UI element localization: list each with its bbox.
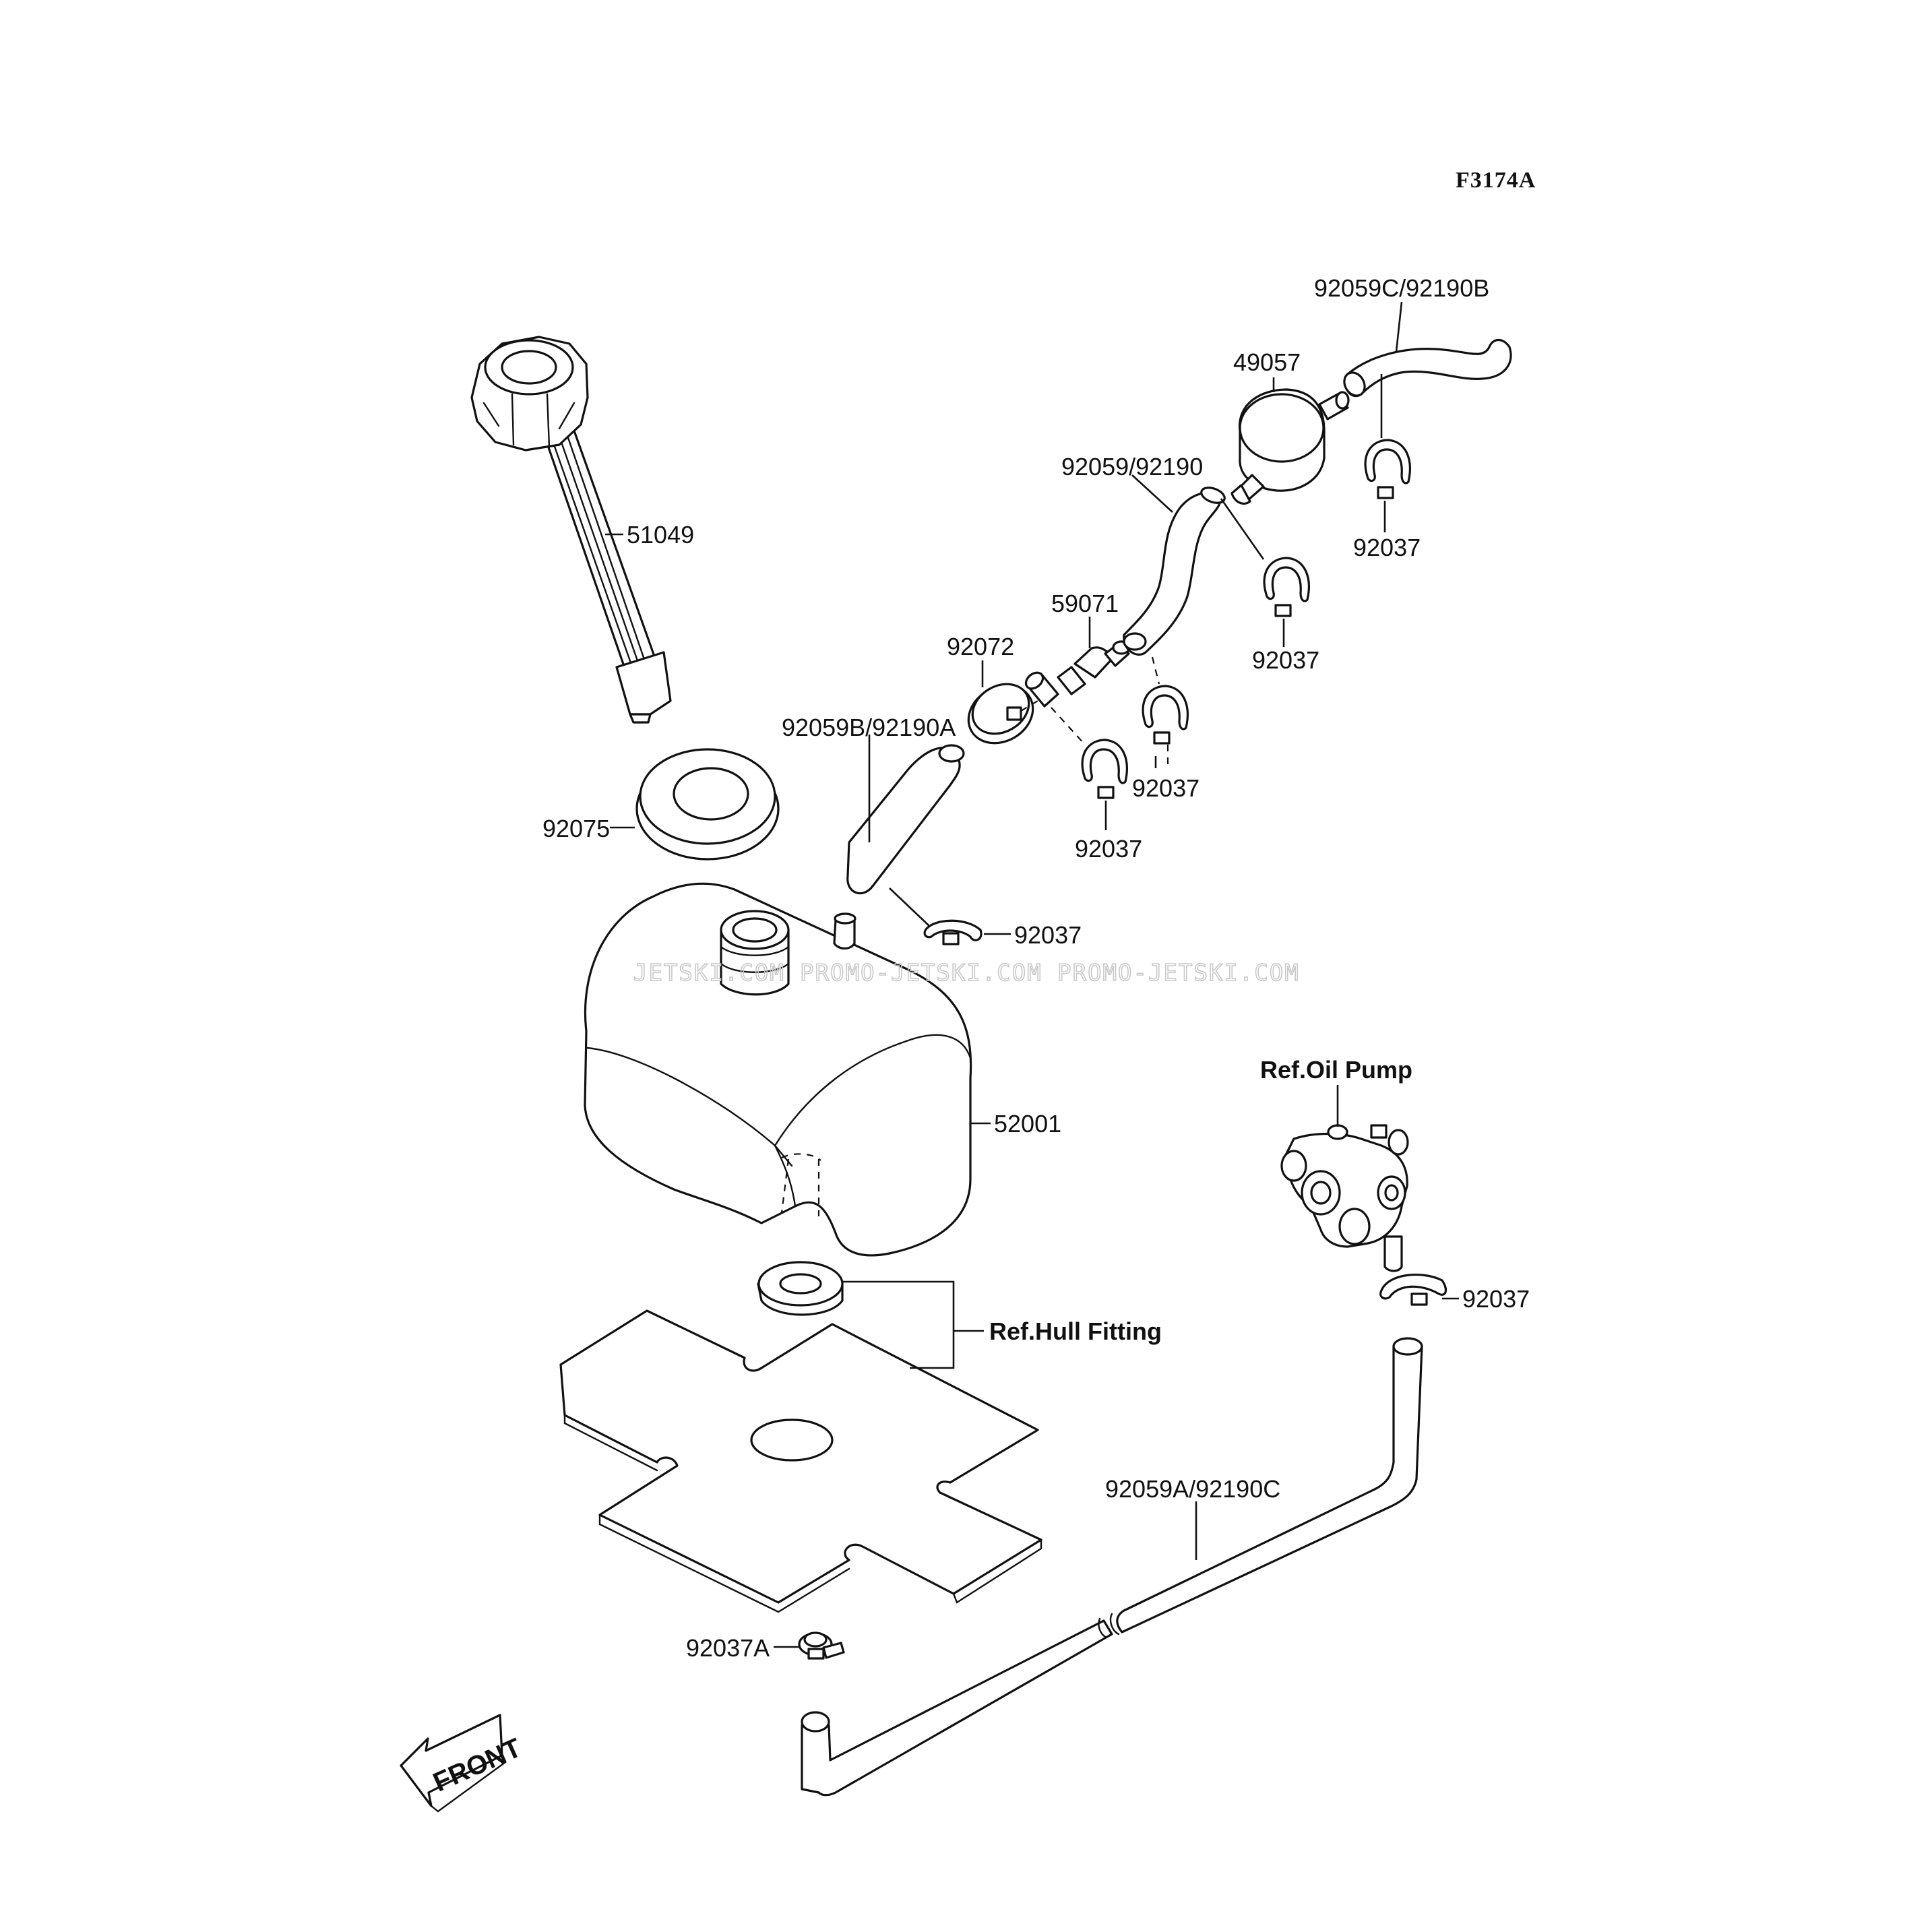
label-clip-below-pump: 92037 <box>1462 1285 1530 1313</box>
label-clip-below-hose: 92037 <box>1132 774 1199 802</box>
dash-hose-clip <box>1151 656 1169 768</box>
lead-top-hose <box>1395 301 1403 352</box>
oil-tank-part <box>584 882 972 1257</box>
clip-near-filter <box>1263 557 1310 617</box>
label-filter: 49057 <box>1233 348 1301 376</box>
check-valve-part <box>1057 640 1131 695</box>
lead-hull-fitting <box>842 1280 984 1369</box>
label-oil-pump: Ref.Oil Pump <box>1260 1056 1412 1084</box>
label-mid-hose: 92059/92190 <box>1061 453 1203 480</box>
filter-part <box>1230 388 1350 505</box>
lead-mid-hose <box>1131 474 1173 513</box>
fill-pipe-part <box>470 336 672 724</box>
label-small-clip: 92037A <box>686 1634 770 1662</box>
sleeve-part <box>1024 671 1059 708</box>
oil-pump-part <box>1280 1124 1409 1272</box>
label-large-clamp: 92072 <box>947 633 1014 660</box>
clip-near-tank <box>923 919 983 945</box>
label-short-hose: 92059B/92190A <box>782 714 956 741</box>
front-arrow-icon: FRONT <box>400 1714 526 1813</box>
label-tank: 52001 <box>994 1110 1061 1138</box>
label-long-hose: 92059A/92190C <box>1105 1475 1280 1503</box>
mid-hose-part <box>1123 487 1226 656</box>
label-hull-fitting: Ref.Hull Fitting <box>989 1317 1162 1345</box>
watermark: JETSKI.COM PROMO-JETSKI.COM PROMO-JETSKI… <box>633 960 1300 987</box>
lead-clip-right-filter <box>1380 374 1386 532</box>
clip-under-valve <box>1081 739 1128 799</box>
label-grommet: 92075 <box>542 815 610 842</box>
label-top-hose: 92059C/92190B <box>1314 274 1489 302</box>
small-clip-part <box>798 1631 845 1660</box>
dash-clamp <box>1020 700 1038 712</box>
label-clip-under-valve: 92037 <box>1075 835 1142 863</box>
lead-clip-near-filter <box>1220 498 1285 647</box>
clip-below-pump <box>1379 1273 1447 1306</box>
figure-code: F3174A <box>1456 168 1536 193</box>
clip-right-filter <box>1364 439 1411 499</box>
label-fill-pipe: 51049 <box>627 521 694 549</box>
grommet-part <box>635 748 780 861</box>
long-hose-part <box>801 1337 1423 1797</box>
label-clip-near-tank: 92037 <box>1014 921 1082 949</box>
large-clamp-part <box>967 683 1034 745</box>
hull-fitting-part <box>559 1261 1042 1613</box>
dash-valve-clip <box>1051 707 1086 745</box>
lead-clip-near-tank <box>889 887 1011 935</box>
label-clip-right-filter: 92037 <box>1353 534 1421 561</box>
label-clip-near-filter: 92037 <box>1252 646 1319 674</box>
short-hose-part <box>846 744 965 895</box>
top-hose-part <box>1343 338 1512 398</box>
label-check-valve: 59071 <box>1051 590 1119 617</box>
clip-below-hose <box>1142 685 1189 745</box>
